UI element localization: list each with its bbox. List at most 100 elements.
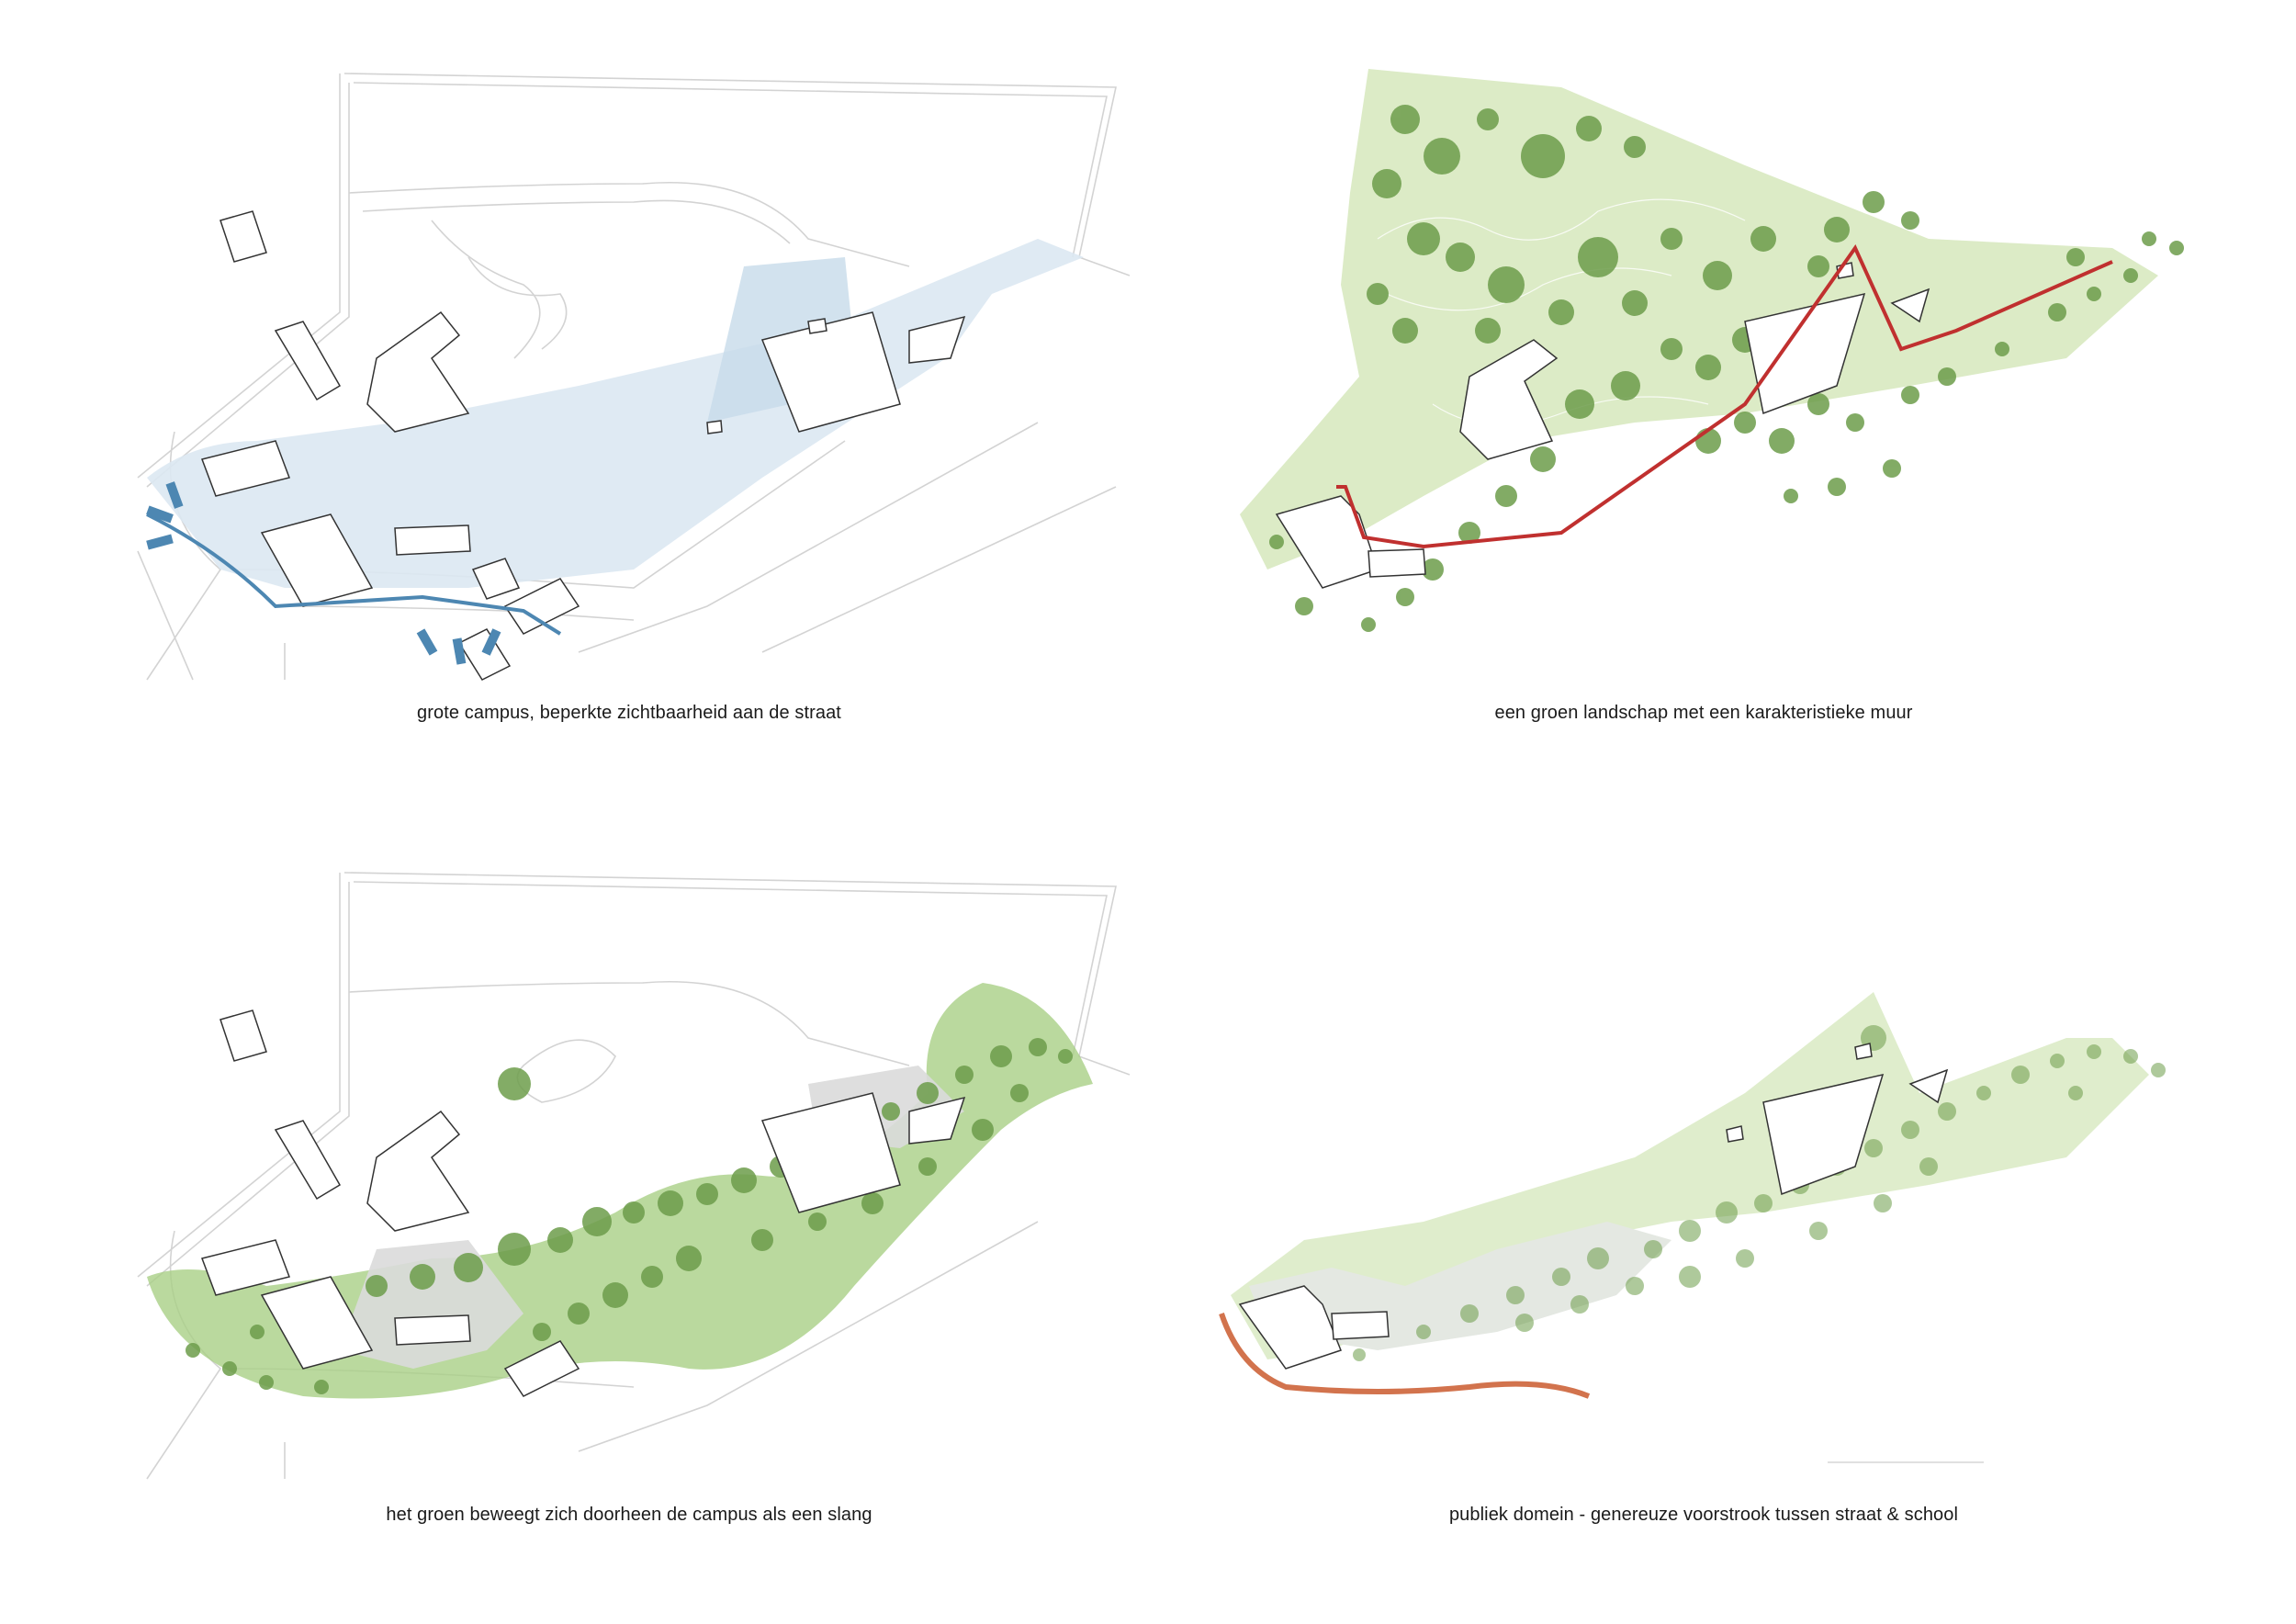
tree-icon [1029, 1038, 1047, 1056]
tree-icon [1995, 342, 2009, 356]
tree-icon [1679, 1220, 1701, 1242]
tree-icon [1396, 588, 1414, 606]
tree-icon [1576, 116, 1602, 141]
tree-icon [676, 1246, 702, 1271]
tree-icon [1828, 478, 1846, 496]
tree-icon [2123, 268, 2138, 283]
tree-icon [1716, 1201, 1738, 1224]
tree-icon [1976, 1086, 1991, 1100]
tree-icon [1353, 1348, 1366, 1361]
tree-icon [1769, 428, 1795, 454]
tree-icon [454, 1253, 483, 1282]
tree-icon [1919, 1157, 1938, 1176]
tree-icon [1695, 355, 1721, 380]
plan-campus-visibility [119, 55, 1148, 698]
tree-icon [1372, 169, 1401, 198]
tree-icon [1863, 191, 1885, 213]
tree-icon [808, 1212, 827, 1231]
tree-icon [1807, 255, 1829, 277]
buildings [201, 210, 966, 681]
street-edge [146, 513, 562, 636]
tree-icon [1578, 237, 1618, 277]
tree-icon [2066, 248, 2085, 266]
tree-icon [366, 1275, 388, 1297]
tree-icon [250, 1325, 264, 1339]
tree-icon [1010, 1084, 1029, 1102]
caption-panel-4: publiek domein - genereuze voorstrook tu… [1448, 1505, 1959, 1525]
tree-icon [2048, 303, 2066, 321]
tree-icon [1295, 597, 1313, 615]
tree-icon [1807, 393, 1829, 415]
tree-icon [2087, 287, 2101, 301]
tree-icon [917, 1082, 939, 1104]
tree-icon [1392, 318, 1418, 344]
tree-icon [1901, 1121, 1919, 1139]
tree-icon [990, 1045, 1012, 1067]
tree-icon [1901, 211, 1919, 230]
plan-public-domain [1194, 854, 2223, 1497]
caption-panel-3: het groen beweegt zich doorheen de campu… [386, 1505, 872, 1525]
tree-icon [1626, 1277, 1644, 1295]
caption-panel-1: grote campus, beperkte zichtbaarheid aan… [417, 703, 841, 723]
tree-icon [1548, 299, 1574, 325]
tree-icon [1515, 1314, 1534, 1332]
tree-icon [1736, 1249, 1754, 1268]
tree-icon [1938, 367, 1956, 386]
tree-icon [2123, 1049, 2138, 1064]
tree-icon [1416, 1325, 1431, 1339]
tree-icon [1530, 446, 1556, 472]
tree-icon [259, 1375, 274, 1390]
plan-green-landscape [1194, 55, 2223, 698]
tree-icon [1458, 522, 1480, 544]
tree-icon [623, 1201, 645, 1224]
tree-icon [1506, 1286, 1525, 1304]
tree-icon [2011, 1066, 2030, 1084]
tree-icon [641, 1266, 663, 1288]
tree-icon [1424, 138, 1460, 175]
tree-icon [1622, 290, 1648, 316]
tree-icon [533, 1323, 551, 1341]
tree-icon [658, 1190, 683, 1216]
tree-icon [1565, 389, 1594, 419]
tree-icon [1734, 412, 1756, 434]
characteristic-wall [1336, 243, 2113, 549]
tree-icon [2087, 1044, 2101, 1059]
tree-icon [1750, 226, 1776, 252]
public-street-edge [1219, 1313, 1591, 1399]
buildings [201, 1009, 966, 1397]
tree-icon [1883, 459, 1901, 478]
caption-panel-2: een groen landschap met een karakteristi… [1494, 703, 1913, 723]
plan-campus-visibility-drawing [137, 73, 1131, 681]
trees [1269, 105, 2184, 632]
tree-icon [1874, 1194, 1892, 1212]
tree-icon [1488, 266, 1525, 303]
tree-icon [918, 1157, 937, 1176]
tree-icon [1367, 283, 1389, 305]
tree-icon [1611, 371, 1640, 400]
tree-icon [1587, 1247, 1609, 1269]
tree-icon [186, 1343, 200, 1358]
tree-icon [1644, 1240, 1662, 1258]
plan-green-snake [119, 854, 1148, 1497]
buildings [1238, 1043, 1949, 1370]
tree-icon [547, 1227, 573, 1253]
tree-icon [1864, 1139, 1883, 1157]
tree-icon [1901, 386, 1919, 404]
tree-icon [2050, 1054, 2065, 1068]
tree-icon [1269, 535, 1284, 549]
tree-icon [1521, 134, 1565, 178]
tree-icon [751, 1229, 773, 1251]
tree-icon [882, 1102, 900, 1121]
tree-icon [972, 1119, 994, 1141]
tree-icon [955, 1066, 974, 1084]
tree-icon [1058, 1049, 1073, 1064]
tree-icon [1495, 485, 1517, 507]
tree-icon [1846, 413, 1864, 432]
tree-icon [1784, 489, 1798, 503]
tree-icon [222, 1361, 237, 1376]
tree-icon [1422, 558, 1444, 581]
tree-icon [1624, 136, 1646, 158]
tree-icon [2142, 231, 2156, 246]
tree-icon [568, 1303, 590, 1325]
tree-icon [1407, 222, 1440, 255]
